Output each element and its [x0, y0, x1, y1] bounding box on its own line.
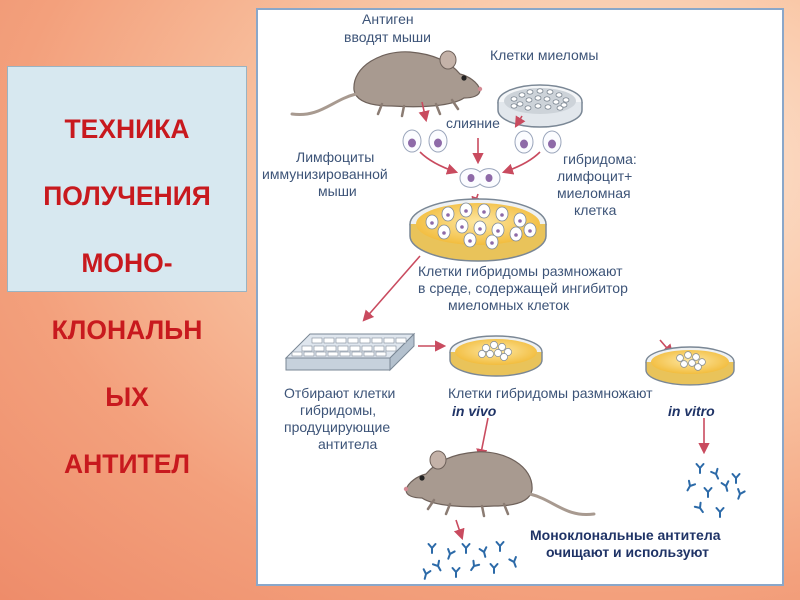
- label-result-2: очищают и используют: [546, 544, 709, 560]
- in-vitro-dish-icon: [645, 346, 735, 386]
- label-lymphocytes-3: мыши: [318, 183, 357, 199]
- title-line: ЫХ: [105, 381, 149, 412]
- label-select-3: продуцирующие: [284, 419, 390, 435]
- culture-dish-icon: [409, 198, 547, 262]
- title-line: МОНО-: [81, 247, 173, 278]
- page-title: ТЕХНИКА ПОЛУЧЕНИЯ МОНО- КЛОНАЛЬН ЫХ АНТИ…: [8, 79, 246, 515]
- label-select-2: гибридомы,: [300, 402, 376, 418]
- label-select-4: антитела: [318, 436, 377, 452]
- label-fusion: слияние: [446, 115, 500, 131]
- hybridoma-cell-icon: [459, 168, 501, 188]
- label-in-vitro: in vitro: [668, 403, 715, 419]
- lymphocyte-cells-icon: [402, 129, 448, 153]
- mouse-icon: [290, 49, 484, 118]
- label-myeloma: Клетки миеломы: [490, 47, 598, 63]
- label-select-1: Отбирают клетки: [284, 385, 395, 401]
- label-in-vivo: in vivo: [452, 403, 497, 419]
- title-line: КЛОНАЛЬН: [51, 314, 203, 345]
- label-multiply: Клетки гибридомы размножают: [448, 385, 653, 401]
- label-hybridoma-2: лимфоцит+: [557, 168, 632, 184]
- well-plate-icon: [284, 332, 416, 372]
- label-hybridoma-1: гибридома:: [563, 151, 637, 167]
- myeloma-cells-icon: [514, 130, 562, 154]
- mouse-icon: [402, 449, 596, 518]
- arrows: [362, 101, 710, 541]
- label-result-1: Моноклональные антитела: [530, 527, 721, 543]
- label-hybridoma-4: клетка: [574, 202, 617, 218]
- label-antigen-1: Антиген: [362, 11, 414, 27]
- label-multiply-inhibitor-3: миеломных клеток: [448, 297, 570, 313]
- title-box: ТЕХНИКА ПОЛУЧЕНИЯ МОНО- КЛОНАЛЬН ЫХ АНТИ…: [7, 66, 247, 479]
- label-multiply-inhibitor-2: в среде, содержащей ингибитор: [418, 280, 628, 296]
- myeloma-dish-icon: [497, 84, 583, 128]
- label-hybridoma-3: миеломная: [557, 185, 631, 201]
- in-vivo-dish-icon: [449, 335, 543, 377]
- title-line: ТЕХНИКА: [64, 113, 190, 144]
- label-antigen-2: вводят мыши: [344, 29, 431, 45]
- label-multiply-inhibitor-1: Клетки гибридомы размножают: [418, 263, 623, 279]
- label-lymphocytes-2: иммунизированной: [262, 166, 388, 182]
- title-line: ПОЛУЧЕНИЯ: [43, 180, 211, 211]
- title-line: АНТИТЕЛ: [64, 448, 190, 479]
- label-lymphocytes-1: Лимфоциты: [296, 149, 374, 165]
